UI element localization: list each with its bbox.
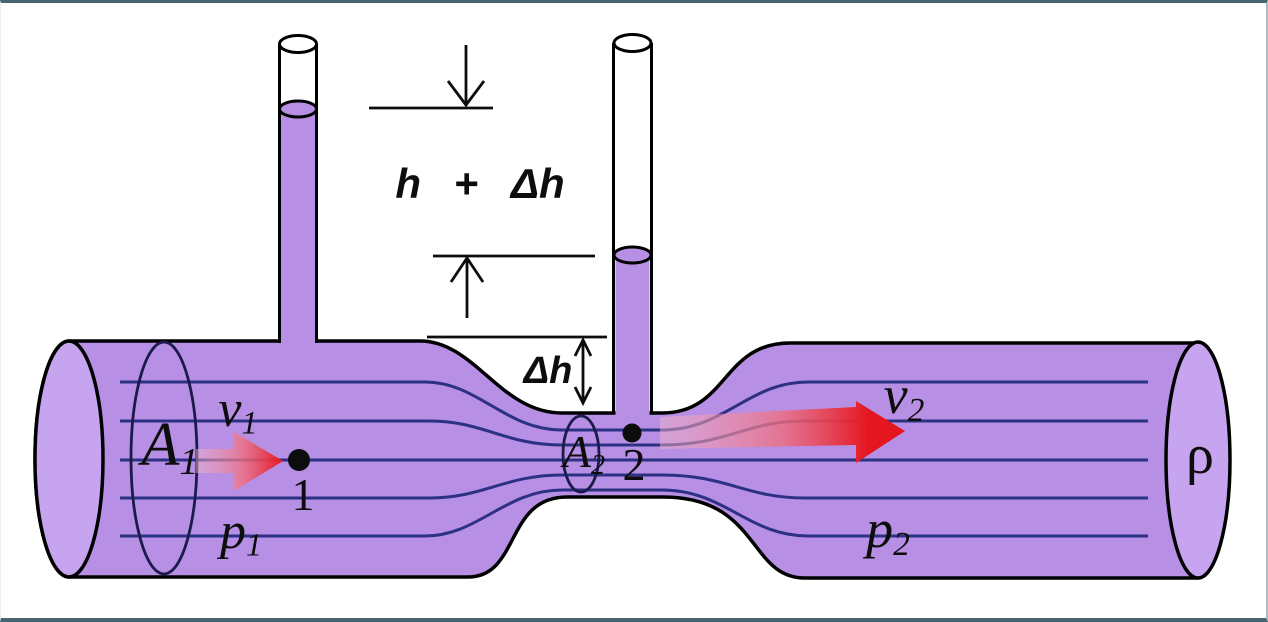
point-2-dot xyxy=(622,423,642,443)
label-point-1: 1 xyxy=(291,469,315,520)
label-v1-base: v xyxy=(218,381,242,438)
label-p1-sub: 1 xyxy=(245,526,263,563)
right-standpipe-fluid xyxy=(615,255,650,418)
label-point-2: 2 xyxy=(622,439,646,490)
delta-h-arrow-head-bottom xyxy=(573,386,593,407)
label-a2-sub: 2 xyxy=(590,449,606,481)
label-p1: p1 xyxy=(219,503,263,563)
label-a1-sub: 1 xyxy=(179,441,199,484)
label-a1-base: A xyxy=(141,411,180,479)
down-arrow-head xyxy=(446,80,486,108)
label-a1: A1 xyxy=(141,411,198,482)
label-p2: p2 xyxy=(866,499,910,562)
label-v2-sub: 2 xyxy=(907,392,925,430)
left-standpipe-fluid xyxy=(281,109,315,346)
left-standpipe-opening xyxy=(278,34,318,54)
label-density-rho: ρ xyxy=(1186,424,1214,486)
cross-section-a2-ellipse xyxy=(561,414,601,494)
point-1-dot xyxy=(288,449,310,471)
label-p1-base: p xyxy=(219,503,246,560)
label-a2-base: A xyxy=(562,426,591,477)
right-standpipe-opening xyxy=(612,33,653,53)
v1-velocity-arrow xyxy=(196,432,283,491)
label-delta-h: Δh xyxy=(523,350,573,392)
dimension-marks xyxy=(369,45,607,407)
left-standpipe xyxy=(278,34,318,346)
right-standpipe-air xyxy=(615,43,650,256)
label-p2-sub: 2 xyxy=(893,526,910,564)
right-standpipe-fluid-level xyxy=(612,245,653,265)
streamline xyxy=(120,488,1148,538)
label-v2-base: v xyxy=(883,365,908,425)
left-end-cap xyxy=(33,339,105,579)
streamline xyxy=(120,473,1148,500)
left-standpipe-air xyxy=(281,44,315,110)
right-standpipe xyxy=(612,33,653,418)
label-h-plus-delta-h: h + Δh xyxy=(395,160,565,207)
right-end-cap xyxy=(1164,340,1232,580)
label-v2: v2 xyxy=(883,365,925,428)
v2-velocity-arrow xyxy=(660,401,905,463)
left-standpipe-fluid-level xyxy=(278,99,318,119)
label-a2: A2 xyxy=(562,426,605,480)
delta-h-arrow-head-top xyxy=(573,336,593,357)
label-v1-sub: 1 xyxy=(241,404,258,441)
label-v1: v1 xyxy=(218,381,258,441)
label-p2-base: p xyxy=(866,499,894,559)
